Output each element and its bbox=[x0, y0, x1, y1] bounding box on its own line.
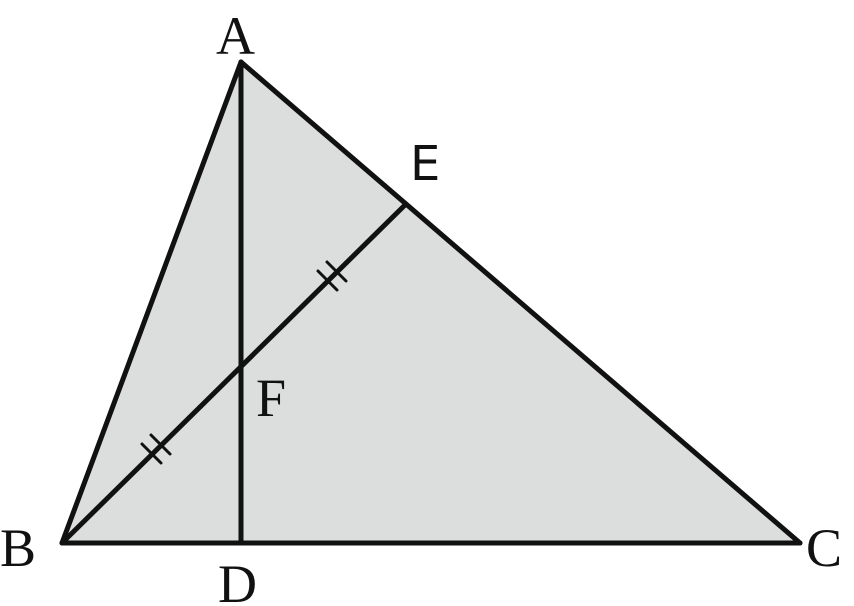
triangle-abc-fill bbox=[62, 62, 800, 543]
segment-ac bbox=[238, 59, 803, 546]
vertex-label-a: A bbox=[216, 6, 255, 66]
point-label-e: E bbox=[410, 136, 440, 192]
segment-ab bbox=[59, 59, 244, 546]
point-label-f: F bbox=[256, 368, 286, 428]
vertex-label-c: C bbox=[806, 518, 842, 578]
segment-be bbox=[59, 202, 408, 546]
vertex-label-b: B bbox=[0, 518, 36, 578]
equal-mark-fe bbox=[316, 260, 348, 292]
equal-mark-bf bbox=[140, 433, 172, 465]
point-label-d: D bbox=[218, 554, 257, 606]
